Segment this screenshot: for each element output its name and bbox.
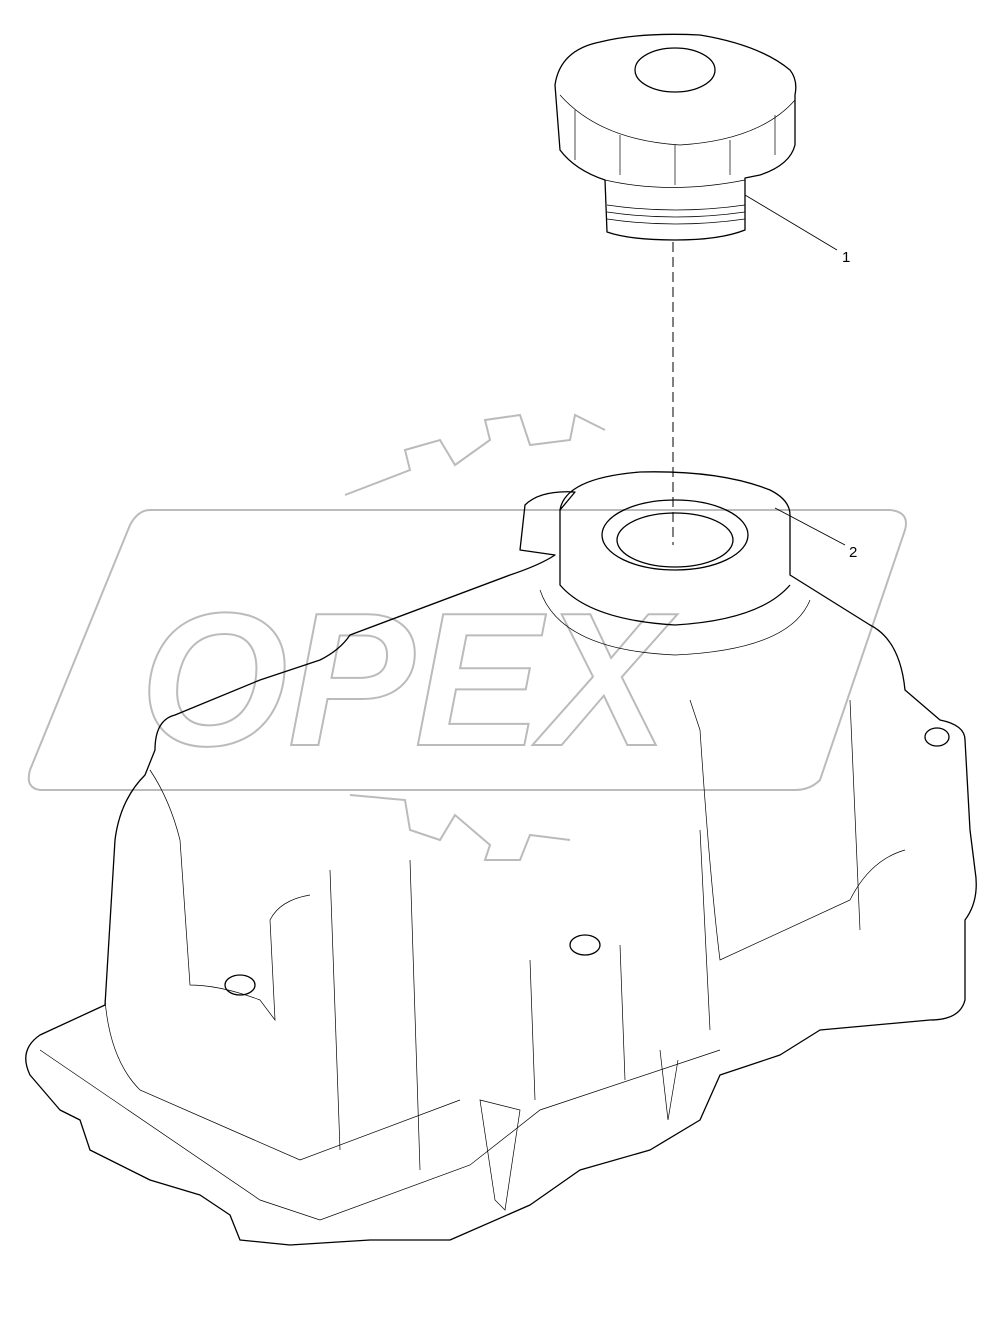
callout-2-leader (774, 507, 846, 546)
callout-1: 1 (744, 194, 850, 266)
part-2-housing (25, 471, 977, 1246)
watermark-text: OPEX (140, 574, 678, 786)
callout-1-label: 1 (842, 249, 850, 266)
watermark: OPEX (27, 413, 907, 861)
callout-2-label: 2 (849, 544, 857, 561)
part-1-cap (554, 33, 797, 241)
callout-2: 2 (774, 507, 857, 561)
callout-1-leader (744, 194, 838, 251)
